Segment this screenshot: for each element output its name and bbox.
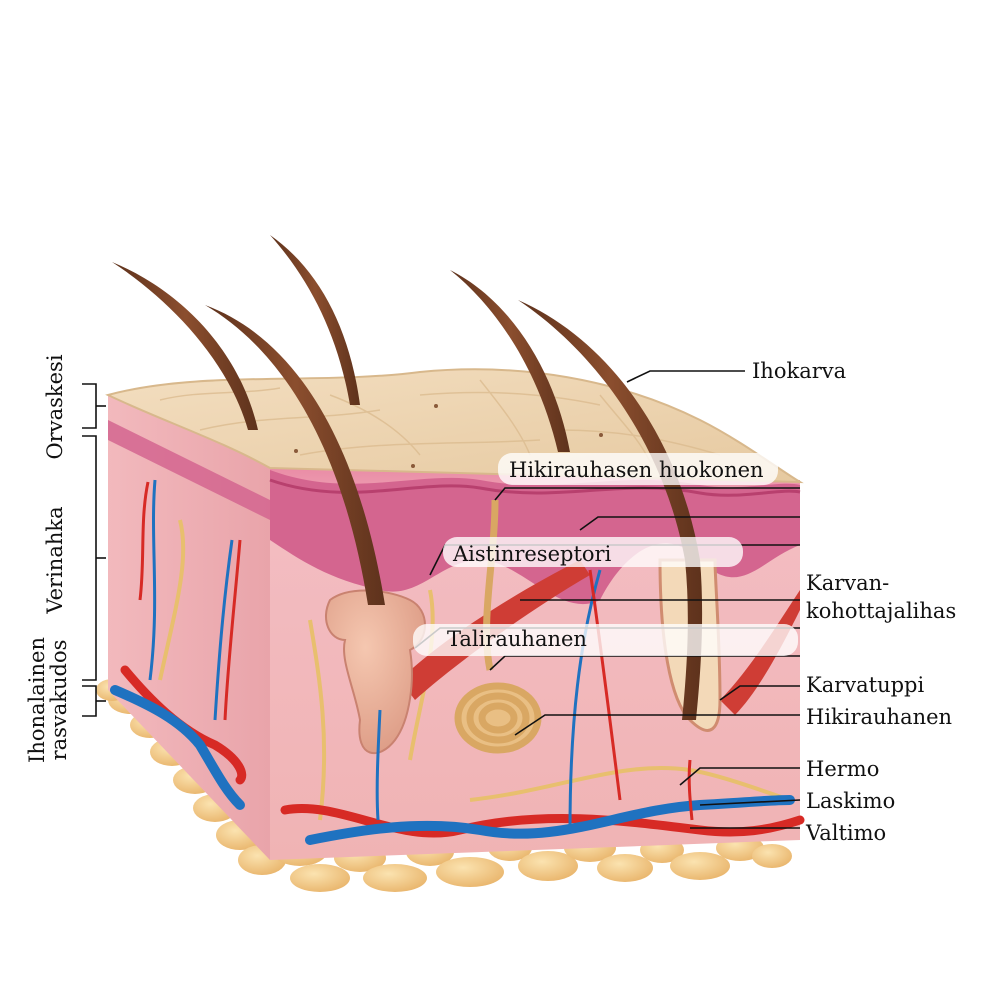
label-hair: Ihokarva	[752, 359, 846, 383]
layer-label-subcutis-1: Ihonalainen	[25, 637, 49, 763]
label-sebaceous-gland: Talirauhanen	[447, 627, 587, 651]
capillaries	[138, 479, 694, 831]
hair-2	[270, 235, 360, 405]
label-arrector-1: Karvan-	[806, 571, 889, 595]
layer-label-dermis: Verinahka	[43, 506, 67, 614]
label-vein: Laskimo	[806, 789, 895, 813]
hair-3	[205, 305, 385, 605]
layer-label-subcutis-2: rasvakudos	[47, 640, 71, 761]
hair-5	[518, 300, 703, 720]
arteries	[120, 665, 805, 838]
label-arrector-2: kohottajalihas	[806, 599, 956, 623]
label-hair-follicle: Karvatuppi	[806, 673, 924, 697]
hair-4	[450, 270, 570, 452]
hair-1	[112, 262, 258, 430]
label-artery: Valtimo	[805, 821, 886, 845]
layer-brackets	[82, 383, 106, 717]
label-sweat-gland: Hikirauhanen	[806, 705, 952, 729]
layer-label-epidermis: Orvaskesi	[43, 354, 67, 459]
label-sweat-pore: Hikirauhasen huokonen	[509, 458, 764, 482]
sebaceous-gland	[325, 589, 426, 755]
surface-pores	[294, 404, 603, 468]
label-receptor: Aistinreseptori	[452, 542, 612, 566]
hairs	[112, 235, 703, 720]
left-face	[108, 395, 270, 860]
sweat-gland-coil	[454, 499, 542, 754]
label-nerve: Hermo	[806, 757, 879, 781]
